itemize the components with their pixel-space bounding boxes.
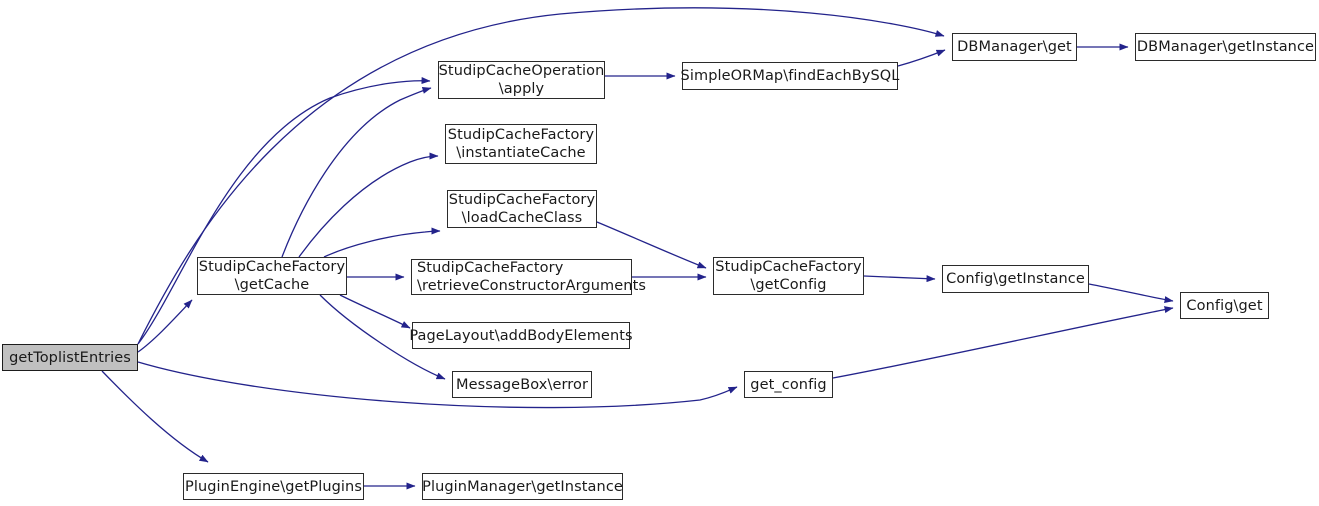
graph-node-label: PluginManager\getInstance: [422, 478, 623, 495]
edge-getToplistEntries-to-get_config: [137, 361, 738, 409]
edge-get_config-to-configGet: [832, 306, 1174, 379]
edge-getCache-to-instantiateCache: [298, 152, 439, 258]
graph-node-configGetInstance[interactable]: Config\getInstance: [942, 265, 1089, 293]
graph-node-configGet[interactable]: Config\get: [1180, 292, 1269, 319]
edge-getCache-to-loadCacheClass: [323, 227, 441, 258]
graph-node-label: DBManager\getInstance: [1136, 39, 1315, 55]
graph-node-dbManagerGetInstance[interactable]: DBManager\getInstance: [1135, 33, 1316, 61]
graph-node-addBodyElements[interactable]: PageLayout\addBodyElements: [409, 322, 633, 349]
graph-node-findEachBySQL[interactable]: SimpleORMap\findEachBySQL: [680, 62, 900, 90]
edge-getToplistEntries-to-getCache: [137, 299, 193, 353]
edge-getToplistEntries-to-getPlugins: [101, 370, 209, 463]
graph-node-label: MessageBox\error: [455, 376, 589, 393]
graph-node-pluginManagerGetInstance[interactable]: PluginManager\getInstance: [422, 473, 623, 500]
graph-node-label: Config\getInstance: [946, 271, 1085, 287]
graph-node-label: StudipCacheFactory \loadCacheClass: [448, 192, 596, 226]
graph-node-label: DBManager\get: [957, 39, 1072, 55]
graph-node-label: StudipCacheFactory \retrieveConstructorA…: [417, 260, 647, 294]
graph-node-getToplistEntries[interactable]: getToplistEntries: [2, 344, 138, 371]
edge-configGetInstance-to-configGet: [1088, 283, 1174, 304]
graph-node-label: StudipCacheFactory \getCache: [198, 259, 346, 293]
edge-getToplistEntries-to-apply: [137, 77, 431, 345]
edge-paths: [101, 7, 1174, 490]
graph-node-messageBoxError[interactable]: MessageBox\error: [452, 371, 592, 398]
graph-node-getCache[interactable]: StudipCacheFactory \getCache: [197, 257, 347, 295]
graph-node-retrieveConstructorArguments[interactable]: StudipCacheFactory \retrieveConstructorA…: [411, 259, 646, 295]
graph-node-label: StudipCacheFactory \getConfig: [715, 259, 862, 293]
graph-node-loadCacheClass[interactable]: StudipCacheFactory \loadCacheClass: [447, 190, 597, 228]
graph-node-label: StudipCacheOperation \apply: [438, 63, 605, 97]
graph-node-instantiateCache[interactable]: StudipCacheFactory \instantiateCache: [445, 124, 597, 164]
graph-node-label: get_config: [750, 376, 827, 393]
graph-node-getPlugins[interactable]: PluginEngine\getPlugins: [183, 473, 364, 500]
graph-node-get_config[interactable]: get_config: [744, 371, 833, 398]
graph-node-label: StudipCacheFactory \instantiateCache: [447, 127, 595, 161]
graph-node-getConfig[interactable]: StudipCacheFactory \getConfig: [713, 257, 864, 295]
edge-getCache-to-addBodyElements: [339, 294, 411, 329]
edge-findEachBySQL-to-dbManagerGet: [897, 49, 946, 67]
edge-getConfig-to-configGetInstance: [863, 275, 936, 283]
graph-node-dbManagerGet[interactable]: DBManager\get: [952, 33, 1077, 61]
graph-node-label: SimpleORMap\findEachBySQL: [680, 68, 900, 84]
graph-node-label: getToplistEntries: [9, 349, 131, 366]
graph-node-label: PluginEngine\getPlugins: [184, 478, 362, 495]
graph-node-apply[interactable]: StudipCacheOperation \apply: [438, 61, 605, 99]
graph-node-label: Config\get: [1186, 297, 1263, 314]
edge-getCache-to-apply: [281, 86, 432, 258]
graph-node-label: PageLayout\addBodyElements: [409, 327, 633, 344]
